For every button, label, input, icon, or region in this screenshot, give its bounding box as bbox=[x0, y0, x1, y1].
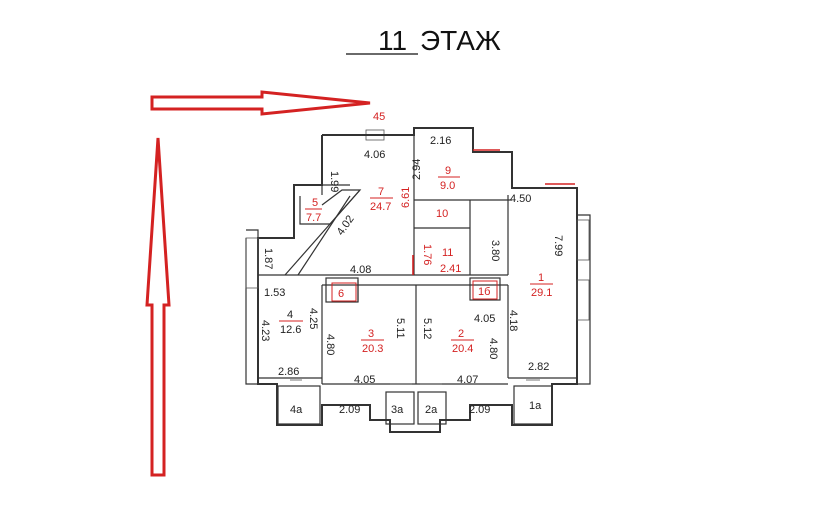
dim-label: 4.25 bbox=[307, 308, 319, 329]
dim-label: 1.53 bbox=[264, 287, 285, 299]
balcony-4a-label: 4а bbox=[290, 404, 303, 416]
dim-label: 2.09 bbox=[339, 404, 360, 416]
dim-label: 4.23 bbox=[259, 320, 271, 341]
dim-label: 4.50 bbox=[510, 193, 531, 205]
dim-label: 4.05 bbox=[354, 374, 375, 386]
room-7: 7 24.7 bbox=[370, 186, 393, 213]
dim-label: 5.11 bbox=[394, 318, 406, 339]
room-number: 5 bbox=[312, 197, 318, 209]
dim-label: 6.61 bbox=[400, 187, 412, 208]
room-2: 2 20.4 bbox=[451, 328, 474, 355]
horizontal-arrow-icon bbox=[150, 90, 371, 116]
room-10-label: 10 bbox=[436, 208, 448, 220]
dim-label: 4.06 bbox=[364, 149, 385, 161]
room-area: 20.3 bbox=[362, 343, 383, 355]
dim-label: 5.12 bbox=[421, 318, 433, 339]
room-number: 9 bbox=[445, 165, 451, 177]
room-area: 7.7 bbox=[306, 212, 321, 224]
dim-label: 3.80 bbox=[489, 240, 501, 261]
dim-label: 1.99 bbox=[328, 171, 340, 192]
dimension-labels: 4.06 2.16 1.99 2.94 6.61 4.50 4.02 3.80 … bbox=[259, 135, 564, 416]
dim-label: 4.18 bbox=[507, 310, 519, 331]
dim-label: 2.82 bbox=[528, 361, 549, 373]
dim-label: 2.16 bbox=[430, 135, 451, 147]
dim-label: 4.05 bbox=[474, 313, 495, 325]
dim-label: 1.76 bbox=[421, 244, 433, 265]
floor-number: 11 bbox=[378, 25, 407, 56]
dim-label: 2.86 bbox=[278, 366, 299, 378]
dim-label: 4.08 bbox=[350, 264, 371, 276]
room-number: 1 bbox=[538, 272, 544, 284]
room-number: 3 bbox=[368, 328, 374, 340]
room-area: 20.4 bbox=[452, 343, 473, 355]
dim-label: 4.02 bbox=[335, 213, 357, 237]
interior-walls bbox=[258, 135, 577, 385]
dim-label: 4.07 bbox=[457, 374, 478, 386]
room-11: 11 2.41 bbox=[440, 247, 461, 275]
dim-label: 2.94 bbox=[411, 159, 423, 180]
red-accents bbox=[331, 149, 575, 302]
dim-label: 4.80 bbox=[324, 334, 336, 355]
room-area: 12.6 bbox=[280, 324, 301, 336]
room-area: 9.0 bbox=[440, 180, 455, 192]
room-number: 4 bbox=[287, 309, 293, 321]
room-6-label: 6 bbox=[338, 288, 344, 300]
room-area: 2.41 bbox=[440, 263, 461, 275]
outer-walls bbox=[245, 127, 591, 433]
dim-label: 2.09 bbox=[469, 404, 490, 416]
room-area: 29.1 bbox=[531, 287, 552, 299]
room-1: 1 29.1 bbox=[530, 272, 553, 299]
room-number: 2 bbox=[458, 328, 464, 340]
balcony-outlines bbox=[277, 379, 553, 425]
room-1b-label: 1б bbox=[478, 286, 490, 298]
room-3: 3 20.3 bbox=[361, 328, 384, 355]
room-area: 24.7 bbox=[370, 201, 391, 213]
balcony-1a-label: 1а bbox=[529, 400, 542, 412]
balcony-3a-label: 3а bbox=[391, 404, 404, 416]
room-5: 5 7.7 bbox=[305, 197, 322, 224]
room-number: 11 bbox=[442, 247, 453, 259]
balcony-2a-label: 2а bbox=[425, 404, 438, 416]
dim-label: 4.80 bbox=[487, 338, 499, 359]
floor-title: ЭТАЖ bbox=[420, 25, 501, 56]
vertical-arrow-icon bbox=[145, 137, 171, 477]
marker-label: 45 bbox=[373, 111, 385, 123]
room-4: 4 12.6 bbox=[279, 309, 303, 336]
room-number: 7 bbox=[378, 186, 384, 198]
dim-label: 7.99 bbox=[552, 235, 564, 256]
room-9: 9 9.0 bbox=[438, 165, 460, 192]
dim-label: 1.87 bbox=[262, 248, 274, 269]
